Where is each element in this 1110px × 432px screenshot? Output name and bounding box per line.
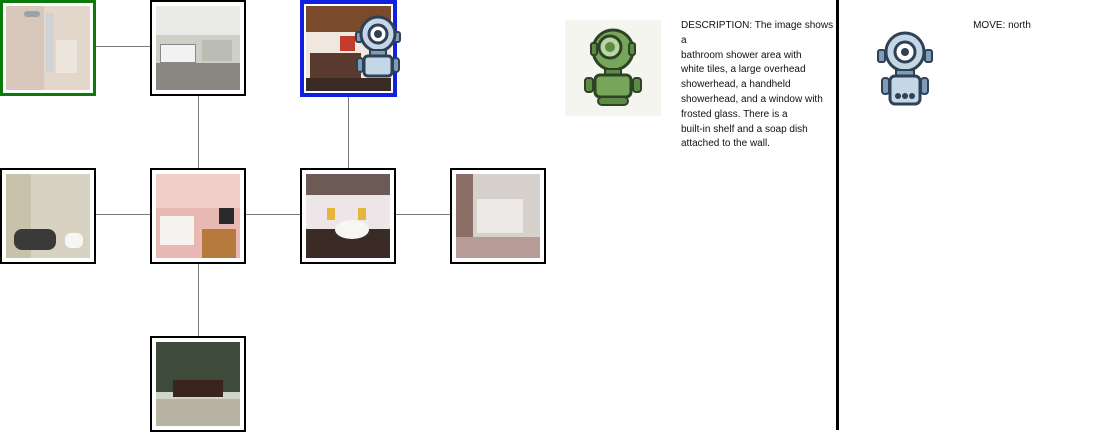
robot-icon <box>355 15 401 78</box>
room-image-bathroom-shower <box>6 6 90 90</box>
map-edge <box>94 46 151 47</box>
map-edge <box>198 262 199 337</box>
room-node-bathroom-shower[interactable] <box>0 0 96 96</box>
map-edge <box>394 214 451 215</box>
room-node-dining[interactable] <box>450 168 546 264</box>
room-image-bathroom-marble <box>6 174 90 258</box>
room-image-studio <box>306 174 390 258</box>
room-node-japanese[interactable] <box>150 336 246 432</box>
map-edge <box>244 214 301 215</box>
observer-icon-tile <box>565 20 661 116</box>
room-node-studio[interactable] <box>300 168 396 264</box>
room-image-dining <box>456 174 540 258</box>
room-node-bathroom-marble[interactable] <box>0 168 96 264</box>
room-image-nursery <box>156 174 240 258</box>
map-edge <box>348 94 349 170</box>
room-image-kitchen <box>156 6 240 90</box>
panel-divider <box>836 0 839 430</box>
green-robot-icon <box>584 28 642 106</box>
map-edge <box>94 214 151 215</box>
room-node-nursery[interactable] <box>150 168 246 264</box>
room-image-japanese <box>156 342 240 426</box>
map-edge <box>198 94 199 170</box>
room-node-kitchen[interactable] <box>150 0 246 96</box>
move-label: MOVE: north <box>973 20 1031 31</box>
room-description: DESCRIPTION: The image shows a bathroom … <box>681 20 834 150</box>
move-robot-icon <box>877 31 933 106</box>
